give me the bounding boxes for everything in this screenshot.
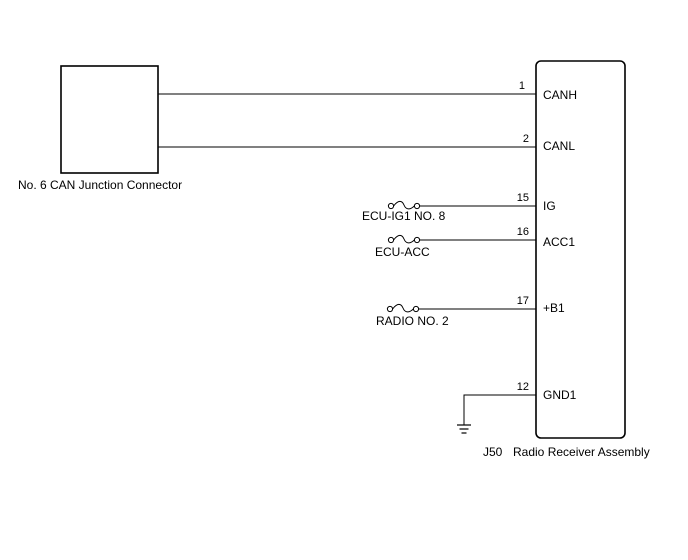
fuse-ecu-ig1-icon (387, 200, 421, 210)
radio-receiver-code: J50 (483, 445, 503, 459)
wire-gnd1 (463, 394, 536, 425)
radio-receiver-label: Radio Receiver Assembly (513, 445, 650, 459)
pin-name-acc1: ACC1 (543, 235, 575, 249)
fuse-radio-no2-icon (386, 303, 420, 313)
fuse-label-ecu-acc: ECU-ACC (375, 245, 430, 259)
fuse-label-ecu-ig1: ECU-IG1 NO. 8 (362, 209, 446, 223)
radio-receiver-box (535, 60, 626, 439)
pin-name-gnd1: GND1 (543, 388, 577, 402)
pin-number-1: 1 (519, 80, 525, 92)
pin-number-17: 17 (517, 295, 529, 307)
pin-number-2: 2 (523, 133, 529, 145)
ground-icon (457, 424, 471, 434)
fuse-label-radio-no2: RADIO NO. 2 (376, 314, 449, 328)
junction-connector-label: No. 6 CAN Junction Connector (18, 178, 182, 192)
junction-connector-box (60, 65, 159, 174)
pin-name-canl: CANL (543, 139, 575, 153)
pin-name-canh: CANH (543, 88, 577, 102)
pin-number-15: 15 (517, 192, 529, 204)
pin-name-b1: +B1 (543, 301, 565, 315)
pin-name-ig: IG (543, 199, 556, 213)
pin-number-12: 12 (517, 381, 529, 393)
pin-number-16: 16 (517, 226, 529, 238)
fuse-ecu-acc-icon (387, 234, 421, 244)
